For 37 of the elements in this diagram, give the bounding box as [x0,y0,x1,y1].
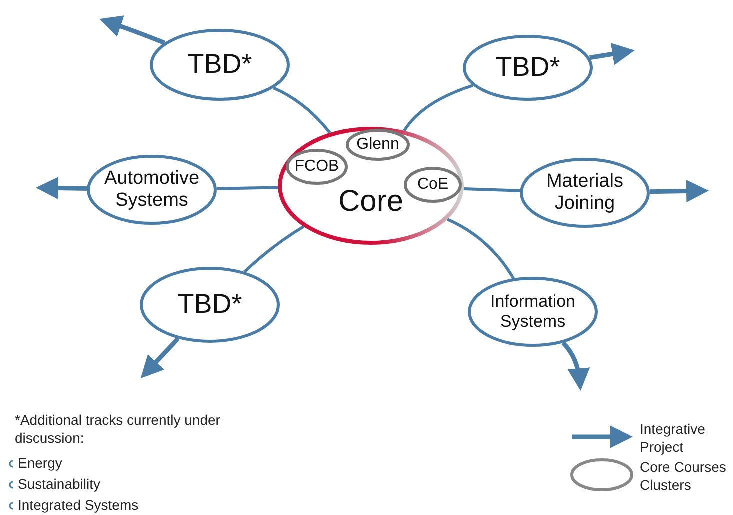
node-label: TBD* [178,289,242,321]
legend-label: Core Courses Clusters [640,458,728,494]
cluster-ellipse [286,149,348,185]
track-ellipse [468,277,598,347]
connector-line [273,86,332,134]
connector-line [446,218,515,280]
arrow [562,341,590,391]
track-ellipse [150,29,290,101]
track-ellipse [87,155,217,225]
note-text: *Additional tracks currently under discussion: [15,411,222,448]
track-ellipse [463,35,593,101]
track-ellipse [520,158,650,228]
node-label: Automotive Systems [103,168,201,212]
cluster-ellipse [404,167,462,203]
node-label: Glenn [356,136,400,154]
core-ellipse [278,127,464,245]
node-label: TBD* [188,49,252,81]
arrow [36,177,88,200]
node-label: FCOB [294,158,340,176]
arrow [99,16,166,46]
node-label: Information Systems [489,292,577,332]
node-label: Materials Joining [545,171,625,215]
list-item: Integrated Systems [18,496,139,514]
connector-line [403,84,474,132]
track-ellipse [140,267,280,343]
node-label: CoE [417,176,449,194]
connector-line [244,225,305,274]
arrow [650,180,709,202]
arrow [590,43,635,66]
node-label: TBD* [496,52,560,84]
connector-line [216,186,278,190]
legend-label: Integrative Project [640,420,706,456]
list-item: Sustainability [18,475,100,494]
node-label: Core [337,185,405,220]
list-item: Energy [18,454,62,472]
connector-line [464,188,520,192]
arrow [140,337,180,379]
